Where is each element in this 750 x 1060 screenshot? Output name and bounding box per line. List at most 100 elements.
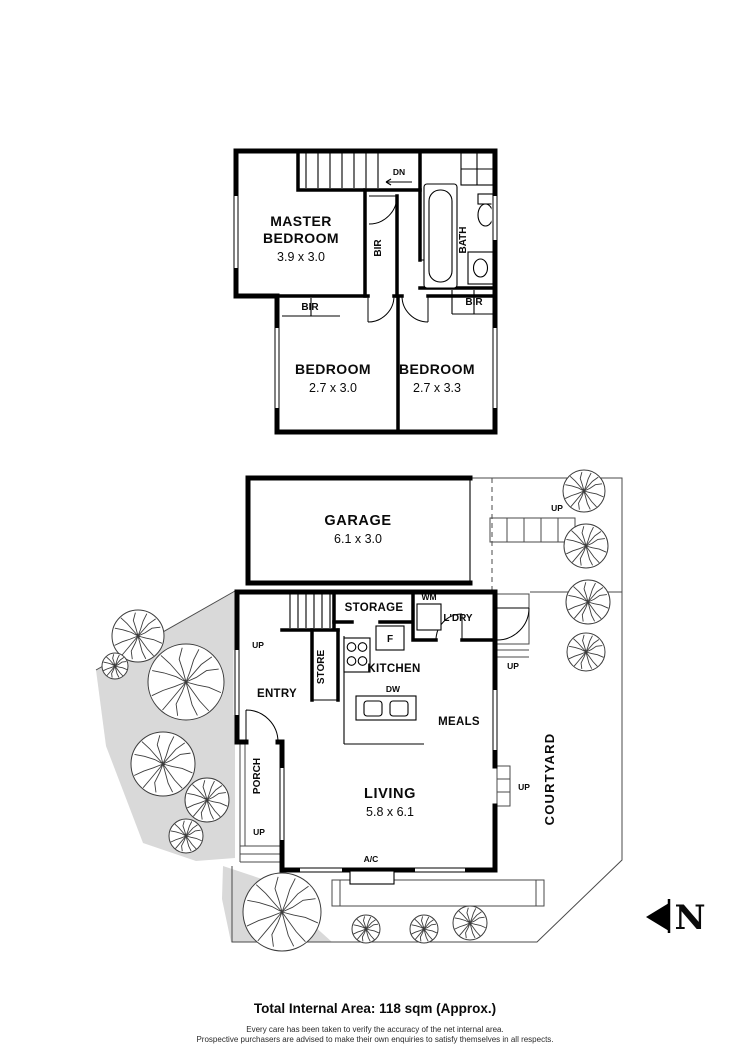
bath-label: BATH [458,226,469,253]
bir-closet-right [451,290,495,315]
master-door-arc [368,195,398,225]
ac-label: A/C [364,854,379,864]
north-indicator: N [646,898,706,938]
up-stairs-label: UP [252,640,264,650]
disclaimer-line-1: Every care has been taken to verify the … [246,1025,503,1034]
toilet-bowl-icon [477,203,494,227]
tree-icon [351,914,381,944]
front-door-arc [245,709,279,743]
living-label: LIVING [364,786,416,802]
ground-floor-plan: GARAGE 6.1 x 3.0 UP STORAGE WM L'DRY UP … [233,475,563,885]
burner-icon [357,656,368,666]
porch-label: PORCH [252,758,263,794]
tree-icon [562,522,610,570]
toilet-cistern-icon [477,193,494,205]
fridge-icon [375,625,405,651]
living-dims: 5.8 x 6.1 [366,805,414,819]
master-bir-walls [363,188,399,298]
fridge-label: F [387,634,393,645]
laundry-external-door-arc [496,607,530,641]
laundry-stoop-steps [497,649,529,658]
sink-bowl-icon [389,700,409,717]
cooktop-icon [343,637,371,673]
store-label: STORE [316,650,327,685]
courtyard-label: COURTYARD [542,733,557,826]
kitchen-label: KITCHEN [367,663,420,675]
tree-icon [183,776,231,824]
tree-icon [129,730,197,798]
window-bedroom-left [274,328,280,408]
up-laundry-label: UP [507,661,519,671]
wm-label: WM [421,592,436,602]
bedroom-left-door-arc [367,295,395,323]
bedroom-right-label: BEDROOM [399,361,475,377]
storage-label: STORAGE [345,602,404,614]
bedroom-left-dims: 2.7 x 3.0 [309,381,357,395]
tree-icon [241,871,323,953]
bedroom-right-dims: 2.7 x 3.3 [413,381,461,395]
garage-dims: 6.1 x 3.0 [334,532,382,546]
master-bedroom-label-2: BEDROOM [263,230,339,246]
store-walls [310,628,340,702]
footer: Total Internal Area: 118 sqm (Approx.) E… [196,1001,553,1044]
washing-machine-icon [416,603,442,631]
stairs-dn-label: DN [393,167,405,177]
burner-icon [357,642,368,652]
north-arrow-icon [646,903,669,931]
garage-side-steps [489,517,576,543]
garage-walls [245,475,473,586]
site-landscaping [95,468,623,953]
master-bir-label: BIR [373,239,384,257]
window-living-bottom-2 [415,867,465,873]
window-living-left [279,768,285,840]
ac-unit-icon [349,870,395,885]
tree-icon [561,468,607,514]
tree-icon [409,914,439,944]
porch-steps [239,742,282,863]
upper-floor-plan: MASTER BEDROOM 3.9 x 3.0 BIR DN BATH BIR… [232,148,499,435]
living-steps-treads [497,778,510,793]
entry-label: ENTRY [257,688,297,700]
upper-stair-walls [296,149,422,192]
window-entry [234,650,240,715]
total-area-label: Total Internal Area: 118 sqm (Approx.) [254,1001,496,1016]
window-living-bottom-1 [300,867,342,873]
bedroom-left-label: BEDROOM [295,361,371,377]
master-bedroom-label-1: MASTER [270,213,332,229]
window-bedroom-right [492,328,498,408]
sink-bowl-icon [363,700,383,717]
tree-icon [566,632,606,672]
north-label: N [674,898,705,938]
bedroom-walls [275,294,497,434]
up-garage-label: UP [551,503,563,513]
shower-grid [461,153,493,185]
master-bedroom-dims: 3.9 x 3.0 [277,250,325,264]
window-master [233,196,239,268]
up-living-label: UP [518,782,530,792]
rear-deck-caps [339,880,537,906]
window-meals [492,690,498,750]
laundry-stoop [496,593,530,645]
storage-laundry-walls [332,590,497,642]
ground-stairs-treads [289,594,331,628]
bir-closet-left [282,298,340,317]
laundry-label: L'DRY [443,613,473,624]
stairs-dn-arrow-icon [385,178,412,186]
burner-icon [346,642,357,652]
tree-icon [101,652,129,680]
disclaimer-line-2: Prospective purchasers are advised to ma… [196,1035,553,1044]
garage-label: GARAGE [324,513,391,529]
right-bir-label: BIR [465,297,483,308]
dw-label: DW [386,684,401,694]
upper-stairs-treads [305,153,379,188]
laundry-door-arc [435,613,463,641]
hall-bir-label: BIR [301,302,319,313]
up-porch-label: UP [253,827,265,837]
bedroom-right-door-arc [401,295,429,323]
meals-label: MEALS [438,716,480,728]
bathtub-inner [428,189,453,283]
tree-icon [146,642,226,722]
vanity-basin-icon [472,258,489,278]
